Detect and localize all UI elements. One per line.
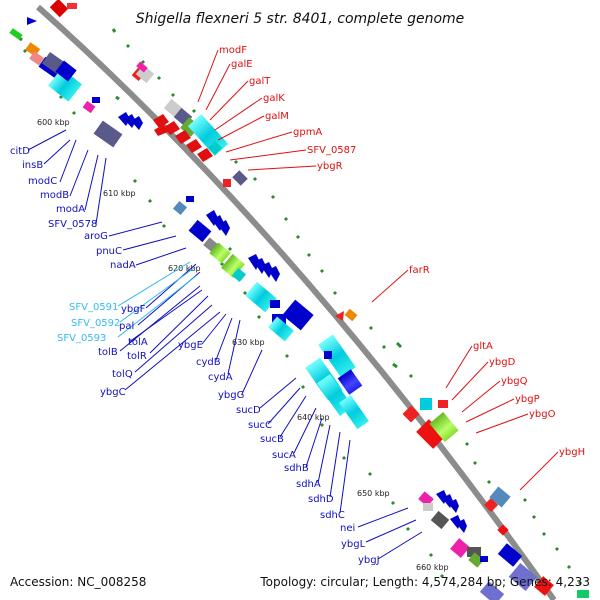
gene-label-ybgC: ybgC xyxy=(100,387,126,398)
gene-label-tolR: tolR xyxy=(127,351,147,362)
kbp-600: 600 kbp xyxy=(37,118,70,127)
gene-label-ybgL: ybgL xyxy=(341,539,366,550)
gene-label-sucA: sucA xyxy=(272,450,296,461)
gene-label-SFV_0578: SFV_0578 xyxy=(48,219,97,230)
cyan-leader-lines xyxy=(117,261,197,338)
gene-label-ybgD: ybgD xyxy=(489,357,516,368)
gene-label-ybgO: ybgO xyxy=(529,409,556,420)
red-gene-arrows xyxy=(153,114,213,162)
gene-label-sucD: sucD xyxy=(236,405,261,416)
gene-label-ybgQ: ybgQ xyxy=(501,376,528,387)
gene-label-nei: nei xyxy=(340,523,355,534)
gene-label-ybgF: ybgF xyxy=(121,304,146,315)
kbp-620: 620 kbp xyxy=(168,264,201,273)
gene-label-SFV_0593: SFV_0593 xyxy=(57,333,106,344)
gene-label-sdhB: sdhB xyxy=(284,463,309,474)
gene-label-galE: galE xyxy=(231,59,253,70)
blue-leader-lines xyxy=(27,129,423,560)
inner-strand-features xyxy=(9,17,505,600)
gene-label-sucB: sucB xyxy=(260,434,284,445)
gene-label-tolA: tolA xyxy=(128,337,148,348)
outer-strand-features xyxy=(49,0,589,598)
gene-label-ybgR: ybgR xyxy=(317,161,343,172)
gene-label-SFV_0591: SFV_0591 xyxy=(69,302,118,313)
gene-label-gpmA: gpmA xyxy=(293,127,322,138)
cyan-gene-labels: SFV_0591 SFV_0592 SFV_0593 xyxy=(57,302,120,344)
gene-label-modC: modC xyxy=(28,176,57,187)
gene-label-cydA: cydA xyxy=(208,372,233,383)
kbp-640: 640 kbp xyxy=(297,413,330,422)
gene-label-tolQ: tolQ xyxy=(112,369,133,380)
gene-label-ybgP: ybgP xyxy=(515,394,540,405)
gc-skew-track xyxy=(13,28,583,586)
red-gene-labels: modF galE galT galK galM gpmA SFV_0587 y… xyxy=(219,45,585,458)
gene-label-tolB: tolB xyxy=(98,347,118,358)
red-leader-lines xyxy=(197,49,559,491)
gene-label-ybgH: ybgH xyxy=(559,447,585,458)
gene-label-ybgJ: ybgJ xyxy=(358,555,380,566)
gene-label-citD: citD xyxy=(10,146,30,157)
gene-label-pal: pal xyxy=(119,321,134,332)
blue-gene-labels: citD insB modC modB modA SFV_0578 aroG p… xyxy=(10,146,380,566)
gene-label-modB: modB xyxy=(40,190,69,201)
gene-label-ybgG: ybgG xyxy=(218,390,244,401)
map-title: Shigella flexneri 5 str. 8401, complete … xyxy=(136,11,465,27)
gene-label-sdhC: sdhC xyxy=(320,510,345,521)
gene-label-aroG: aroG xyxy=(84,231,108,242)
gene-label-galK: galK xyxy=(263,93,285,104)
gene-label-sdhD: sdhD xyxy=(308,494,334,505)
gene-label-insB: insB xyxy=(22,160,43,171)
gene-label-SFV_0587: SFV_0587 xyxy=(307,145,356,156)
gene-label-ybgE: ybgE xyxy=(178,340,203,351)
accession-text: Accession: NC_008258 xyxy=(10,575,146,589)
gene-label-pnuC: pnuC xyxy=(96,246,122,257)
gene-label-sdhA: sdhA xyxy=(296,479,321,490)
gene-label-modF: modF xyxy=(219,45,247,56)
genome-backbone xyxy=(36,4,557,600)
gene-label-modA: modA xyxy=(56,204,85,215)
kbp-660: 660 kbp xyxy=(416,563,449,572)
gene-label-nadA: nadA xyxy=(110,260,136,271)
gene-label-galT: galT xyxy=(249,76,271,87)
gene-label-sucC: sucC xyxy=(248,420,272,431)
kbp-610: 610 kbp xyxy=(103,189,136,198)
kbp-scale: 600 kbp 610 kbp 620 kbp 630 kbp 640 kbp … xyxy=(37,118,449,572)
gene-label-galM: galM xyxy=(265,111,289,122)
genome-summary: Topology: circular; Length: 4,574,284 bp… xyxy=(259,575,590,589)
gene-label-cydB: cydB xyxy=(196,357,221,368)
gene-label-SFV_0592: SFV_0592 xyxy=(71,318,120,329)
kbp-650: 650 kbp xyxy=(357,489,390,498)
gene-label-gltA: gltA xyxy=(473,341,493,352)
kbp-630: 630 kbp xyxy=(232,338,265,347)
gene-label-farR: farR xyxy=(409,265,430,276)
